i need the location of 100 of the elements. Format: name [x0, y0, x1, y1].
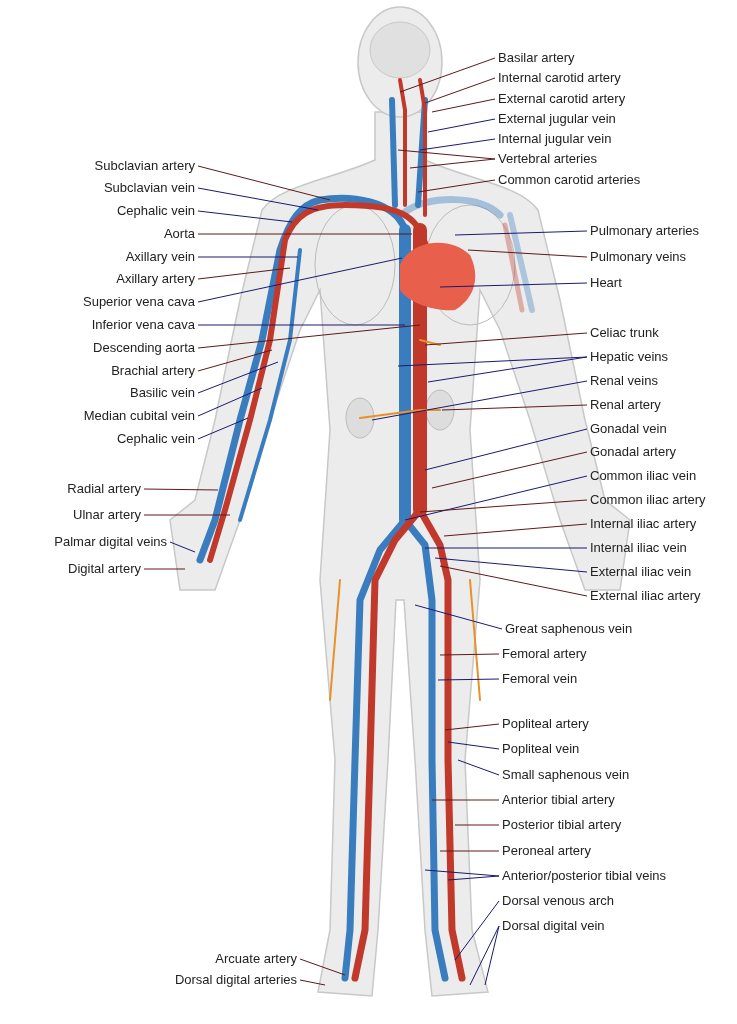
vessel-label: Brachial artery	[111, 363, 195, 379]
leader-line	[414, 604, 503, 630]
leader-line	[197, 165, 331, 201]
vessel-label: Common carotid arteries	[498, 172, 641, 188]
vessel-label: Femoral artery	[502, 646, 587, 662]
vessel-label: Palmar digital veins	[54, 534, 167, 550]
vessel-label: Gonadal vein	[590, 421, 667, 437]
leader-line	[467, 249, 588, 258]
leader-line	[424, 77, 496, 104]
leader-line	[484, 925, 500, 986]
leader-line	[424, 332, 588, 346]
leader-line	[457, 759, 500, 776]
vessel-label: Heart	[590, 275, 622, 291]
vessel-label: External carotid artery	[498, 91, 626, 107]
vessel-label: Popliteal vein	[502, 741, 580, 757]
leader-line	[427, 118, 496, 133]
leader-line	[143, 514, 231, 516]
leader-line	[197, 256, 299, 258]
vessel-label: Median cubital vein	[83, 408, 195, 424]
vessel-label: Superior vena cava	[83, 294, 195, 310]
leader-line	[417, 179, 496, 193]
vessel-label: Digital artery	[68, 561, 141, 577]
leader-line	[143, 488, 219, 491]
vessel-label: Small saphenous vein	[502, 767, 630, 783]
leader-line	[197, 210, 293, 223]
vessel-label: Ulnar artery	[73, 507, 141, 523]
leader-line	[143, 568, 186, 570]
vessel-label: Celiac trunk	[590, 325, 659, 341]
leader-line	[439, 565, 588, 597]
leader-line	[439, 653, 500, 656]
leader-line	[299, 979, 326, 986]
vessel-label: Vertebral arteries	[498, 151, 597, 167]
leader-line	[397, 356, 588, 367]
leader-line	[197, 233, 413, 235]
vessel-label: Aorta	[163, 226, 195, 242]
leader-line	[444, 723, 500, 731]
leader-line	[439, 850, 500, 852]
vessel-label: Axillary artery	[116, 271, 195, 287]
vessel-label: Pulmonary arteries	[590, 223, 700, 239]
leader-line	[299, 958, 346, 976]
leader-line	[197, 387, 263, 417]
vessel-label: Arcuate artery	[215, 951, 297, 967]
leader-line	[197, 324, 406, 326]
vessel-label: Popliteal artery	[502, 716, 589, 732]
leader-line	[427, 356, 588, 383]
vessel-label: Cephalic vein	[116, 203, 195, 219]
leader-line	[424, 547, 588, 549]
leader-line	[169, 541, 196, 553]
vessel-label: Axillary vein	[125, 249, 195, 265]
vessel-label: Anterior tibial artery	[502, 792, 615, 808]
leader-line	[454, 824, 500, 826]
leader-line	[409, 158, 496, 169]
vessel-label: Femoral vein	[502, 671, 578, 687]
vessel-label: Inferior vena cava	[91, 317, 195, 333]
vessel-label: Pulmonary veins	[590, 249, 687, 265]
leader-line	[434, 557, 588, 573]
vessel-label: External iliac vein	[590, 564, 692, 580]
vessel-label: Gonadal artery	[590, 444, 676, 460]
leader-line	[419, 499, 588, 513]
leader-line	[397, 149, 496, 160]
leader-line	[443, 523, 588, 537]
vessel-label: Cephalic vein	[116, 431, 195, 447]
vessel-label: Dorsal venous arch	[502, 893, 614, 909]
vessel-label: Basilar artery	[498, 50, 575, 66]
leader-line	[454, 230, 588, 236]
leader-line	[419, 138, 496, 151]
vessel-label: Basilic vein	[129, 385, 195, 401]
vessel-label: Radial artery	[67, 481, 141, 497]
leader-line	[197, 349, 273, 372]
leader-line	[371, 380, 588, 421]
leader-line	[197, 187, 319, 211]
vessel-label: Internal iliac artery	[590, 516, 697, 532]
leader-line	[431, 451, 588, 489]
leader-line	[431, 98, 496, 113]
leader-line	[197, 267, 291, 280]
vessel-label: Peroneal artery	[502, 843, 591, 859]
vessel-label: Internal jugular vein	[498, 131, 612, 147]
leader-line	[399, 57, 496, 93]
vessel-label: Internal iliac vein	[590, 540, 687, 556]
leader-line	[424, 869, 500, 877]
leader-line	[197, 257, 403, 303]
vessel-label: Dorsal digital arteries	[174, 972, 297, 988]
vessel-label: Dorsal digital vein	[502, 918, 605, 934]
vessel-label: Internal carotid artery	[498, 70, 621, 86]
vessel-label: Descending aorta	[93, 340, 195, 356]
leader-line	[197, 417, 249, 440]
leader-line	[441, 404, 588, 411]
vessel-label: Posterior tibial artery	[502, 817, 622, 833]
leader-line	[197, 361, 279, 394]
vessel-label: Hepatic veins	[590, 349, 669, 365]
leader-line	[454, 900, 500, 961]
vessel-label: Common iliac vein	[590, 468, 697, 484]
leader-line	[437, 678, 500, 681]
vessel-label: Common iliac artery	[590, 492, 706, 508]
vessel-label: Subclavian vein	[103, 180, 195, 196]
vessel-label: Anterior/posterior tibial veins	[502, 868, 667, 884]
leader-line	[197, 324, 421, 349]
vessel-label: Renal artery	[590, 397, 661, 413]
vessel-label: External jugular vein	[498, 111, 616, 127]
leader-line	[404, 475, 588, 521]
